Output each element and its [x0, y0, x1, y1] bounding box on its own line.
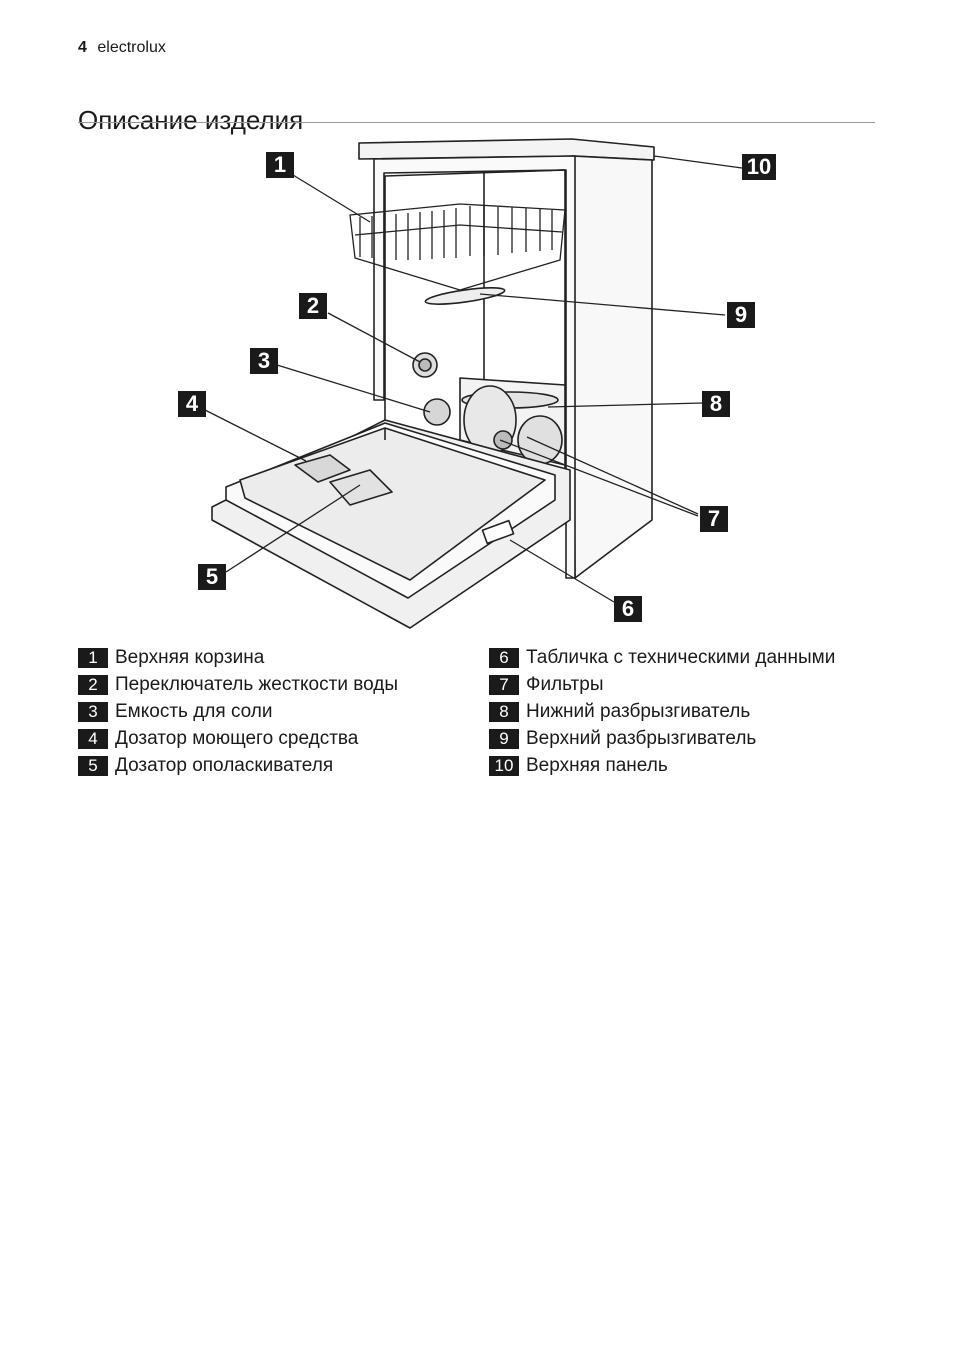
- legend-item: 2 Переключатель жесткости воды: [78, 671, 398, 698]
- callout-2: 2: [299, 293, 327, 319]
- legend-number: 8: [489, 701, 519, 722]
- legend-item: 4 Дозатор моющего средства: [78, 725, 398, 752]
- rinse-dispenser-shape: [329, 469, 393, 506]
- legend-number: 4: [78, 728, 108, 749]
- legend-number: 2: [78, 674, 108, 695]
- legend-number: 10: [489, 755, 519, 776]
- legend-label: Верхняя корзина: [115, 646, 265, 668]
- callout-3: 3: [250, 348, 278, 374]
- legend-label: Емкость для соли: [115, 700, 273, 722]
- page-header: 4 electrolux: [78, 39, 166, 57]
- legend-number: 7: [489, 674, 519, 695]
- callout-10: 10: [742, 154, 776, 180]
- cabinet-side: [571, 155, 653, 579]
- page-number: 4: [78, 39, 87, 56]
- rating-plate-shape: [481, 519, 515, 545]
- legend-number: 3: [78, 701, 108, 722]
- legend-label: Нижний разбрызгиватель: [526, 700, 751, 722]
- upper-basket-shape: [349, 203, 566, 291]
- legend-label: Фильтры: [526, 673, 604, 695]
- title-divider: [78, 122, 875, 123]
- top-panel-shape: [358, 138, 655, 161]
- legend-label: Переключатель жесткости воды: [115, 673, 398, 695]
- legend-item: 7 Фильтры: [489, 671, 835, 698]
- legend-right: 6 Табличка с техническими данными 7 Филь…: [489, 644, 835, 779]
- legend-item: 8 Нижний разбрызгиватель: [489, 698, 835, 725]
- upper-spray-arm-shape: [424, 287, 506, 305]
- brand-name: electrolux: [97, 39, 166, 56]
- legend-item: 10 Верхняя панель: [489, 752, 835, 779]
- callout-4: 4: [178, 391, 206, 417]
- leader-lines: [204, 155, 743, 603]
- legend-item: 9 Верхний разбрызгиватель: [489, 725, 835, 752]
- legend-label: Верхний разбрызгиватель: [526, 727, 757, 749]
- section-title: Описание изделия: [78, 105, 304, 136]
- cabinet-front-frame: [373, 155, 576, 579]
- legend-item: 3 Емкость для соли: [78, 698, 398, 725]
- callout-9: 9: [727, 302, 755, 328]
- callout-5: 5: [198, 564, 226, 590]
- legend-number: 1: [78, 647, 108, 668]
- callout-6: 6: [614, 596, 642, 622]
- legend-item: 5 Дозатор ополаскивателя: [78, 752, 398, 779]
- legend-item: 6 Табличка с техническими данными: [489, 644, 835, 671]
- legend-label: Дозатор моющего средства: [115, 727, 359, 749]
- callout-7: 7: [700, 506, 728, 532]
- callout-1: 1: [266, 152, 294, 178]
- legend-label: Верхняя панель: [526, 754, 668, 776]
- salt-container-shape: [423, 398, 451, 426]
- legend-label: Дозатор ополаскивателя: [115, 754, 334, 776]
- legend-number: 5: [78, 755, 108, 776]
- callout-8: 8: [702, 391, 730, 417]
- legend-item: 1 Верхняя корзина: [78, 644, 398, 671]
- legend-left: 1 Верхняя корзина 2 Переключатель жестко…: [78, 644, 398, 779]
- legend-number: 6: [489, 647, 519, 668]
- legend-label: Табличка с техническими данными: [526, 646, 836, 668]
- legend-number: 9: [489, 728, 519, 749]
- detergent-dispenser-shape: [294, 454, 351, 483]
- dishwasher-diagram: [204, 138, 743, 629]
